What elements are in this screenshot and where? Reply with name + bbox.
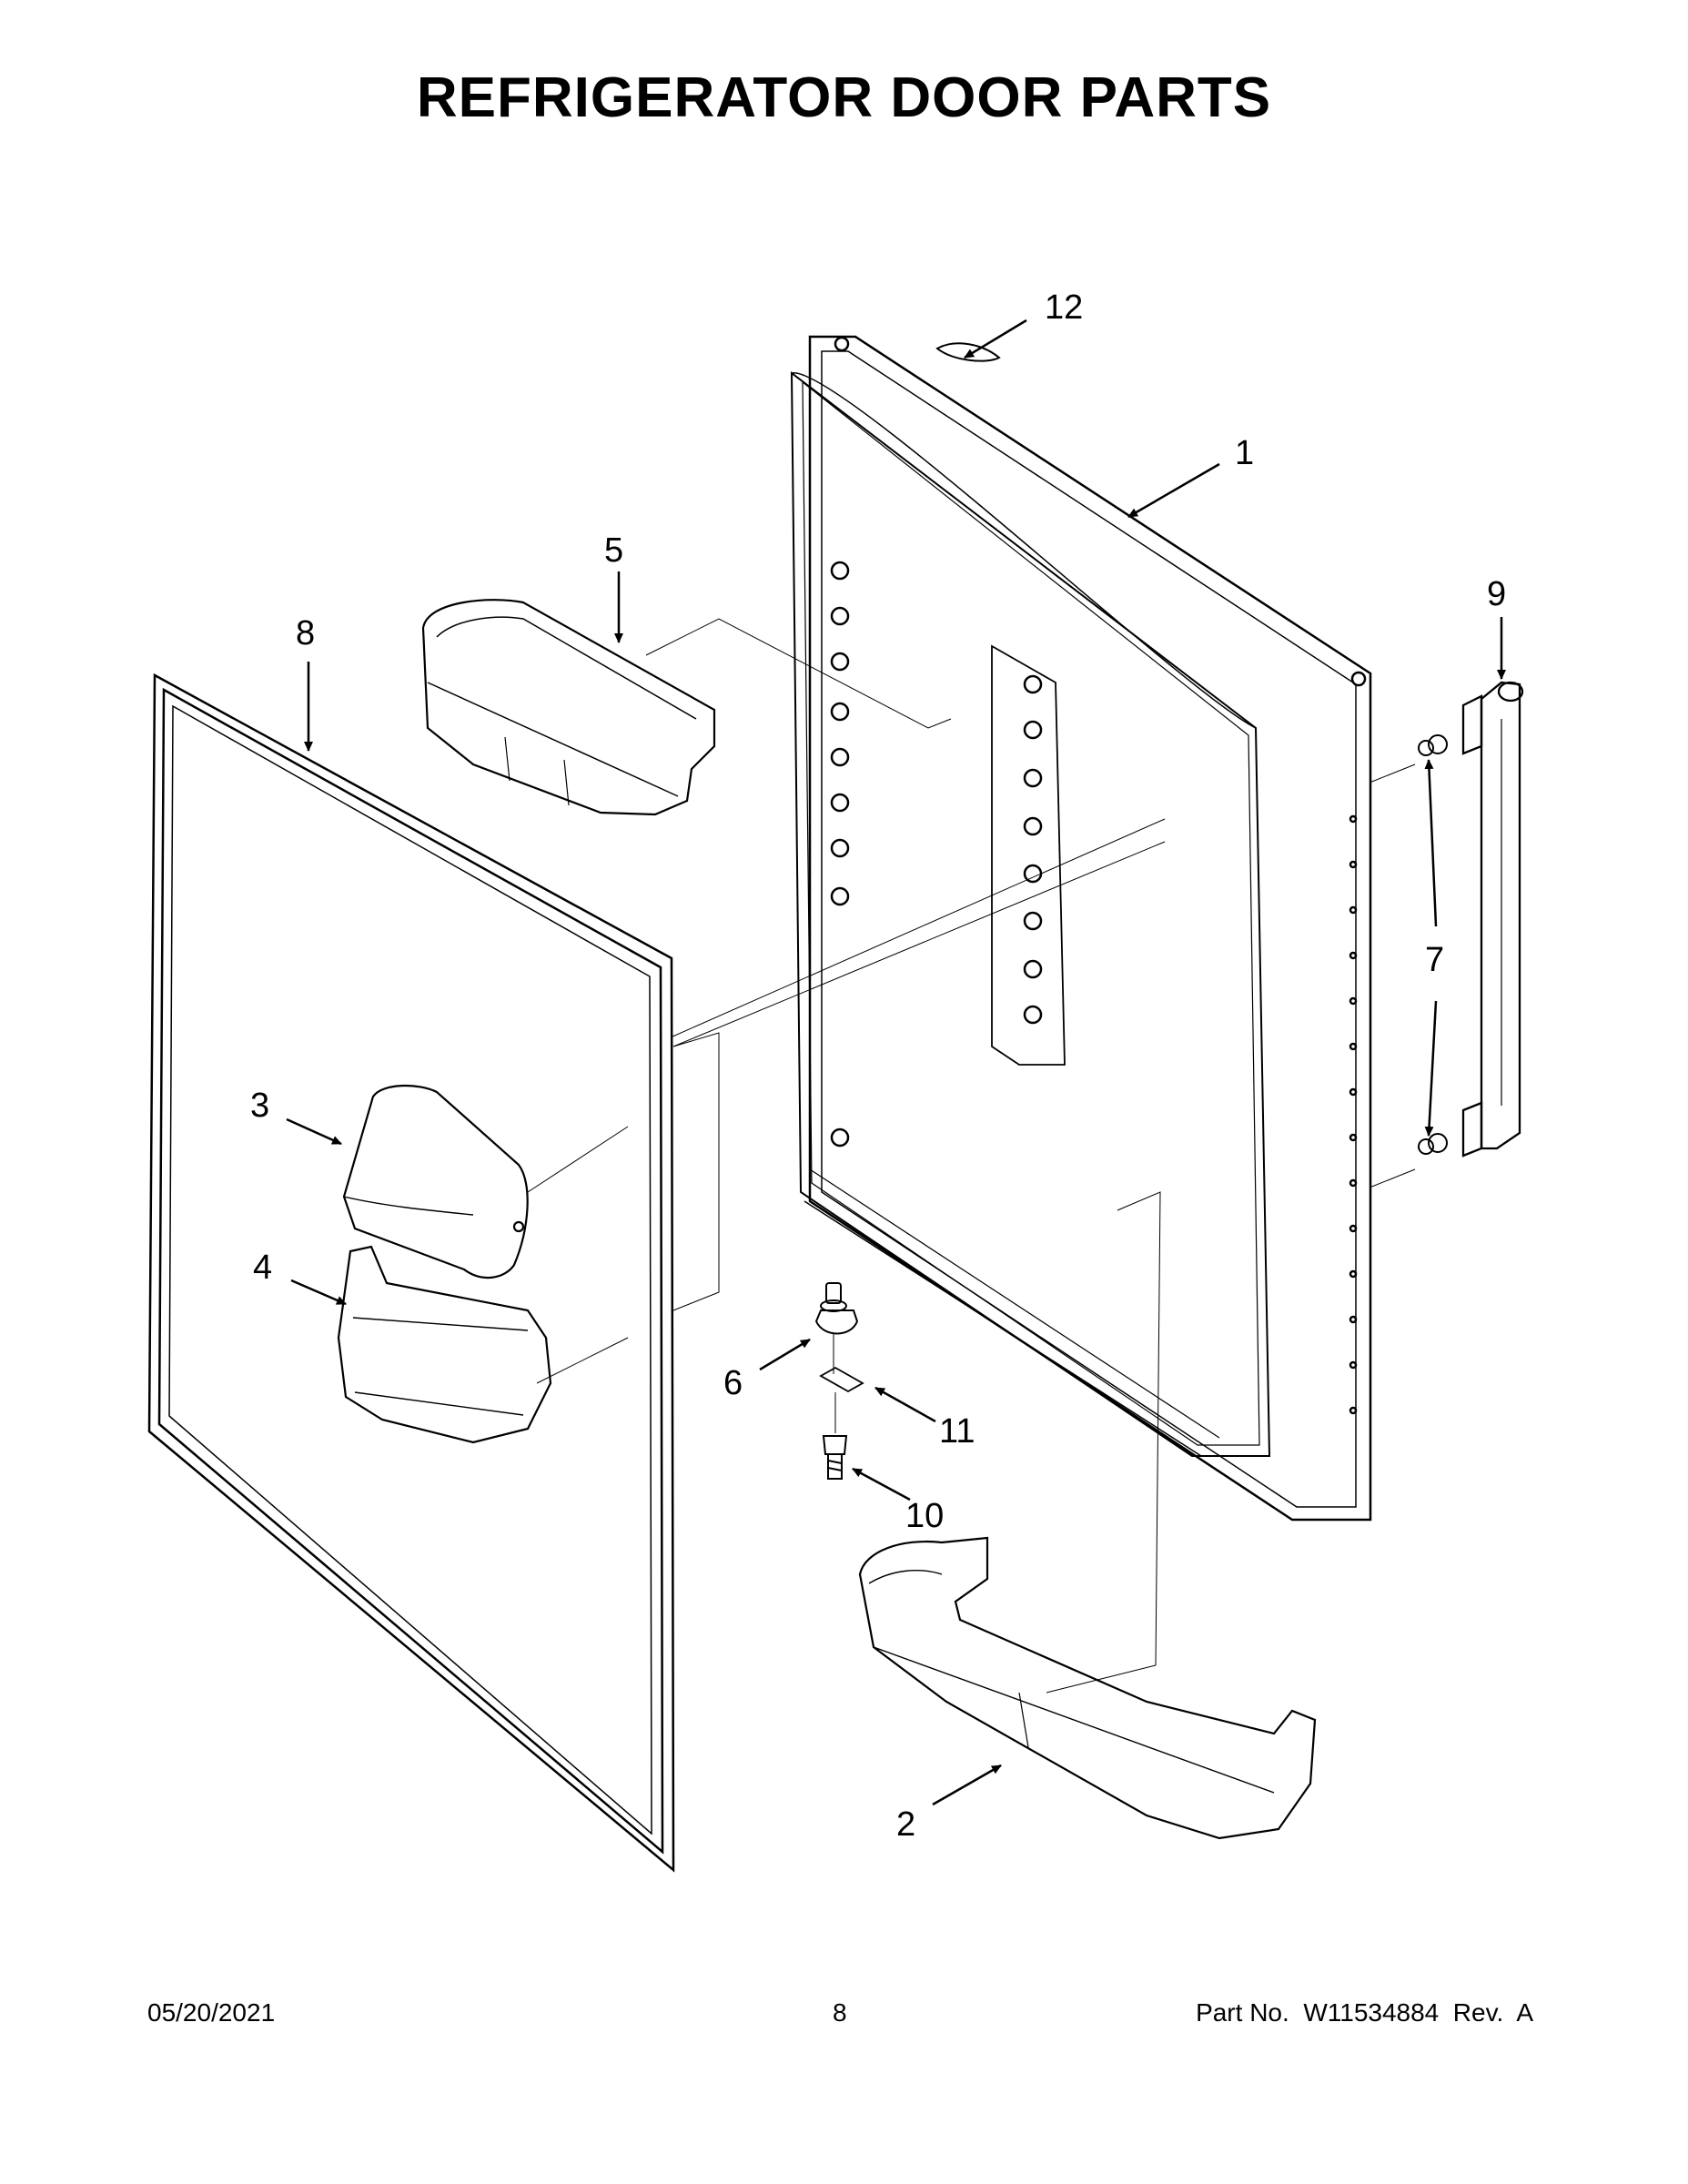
door-handle: [1461, 681, 1524, 1158]
callout-6: 6: [723, 1364, 743, 1402]
footer-date: 05/20/2021: [147, 1998, 276, 2027]
callout-4: 4: [253, 1249, 272, 1287]
hinge-screw: [822, 1435, 848, 1480]
handle-mount-studs: [1418, 734, 1448, 1155]
lower-door-bin: [858, 1536, 1317, 1840]
door-gasket: [147, 672, 675, 1873]
page-title: REFRIGERATOR DOOR PARTS: [416, 66, 1272, 129]
callout-8: 8: [296, 614, 315, 652]
hinge-shim: [819, 1366, 864, 1393]
hinge-bushing: [814, 1282, 859, 1335]
upper-door-bin: [421, 599, 716, 816]
callout-9: 9: [1487, 575, 1506, 613]
callout-arrows: [286, 318, 1506, 1806]
callout-3: 3: [250, 1087, 269, 1125]
assembly-guide-lines: [527, 618, 1416, 1694]
callout-12: 12: [1045, 288, 1083, 327]
callout-7: 7: [1425, 941, 1444, 979]
callout-1: 1: [1235, 434, 1254, 472]
hinge-cap: [935, 342, 1001, 362]
callout-10: 10: [905, 1497, 944, 1535]
callout-5: 5: [604, 531, 623, 570]
footer-page-number: 8: [833, 1998, 847, 2027]
footer-part-number: Part No. W11534884 Rev. A: [1196, 1998, 1533, 2027]
dairy-compartment-door: [342, 1084, 529, 1279]
dairy-bin: [337, 1245, 552, 1444]
callout-11: 11: [939, 1412, 975, 1451]
door-liner-assembly: [790, 335, 1372, 1522]
callout-2: 2: [896, 1805, 915, 1844]
